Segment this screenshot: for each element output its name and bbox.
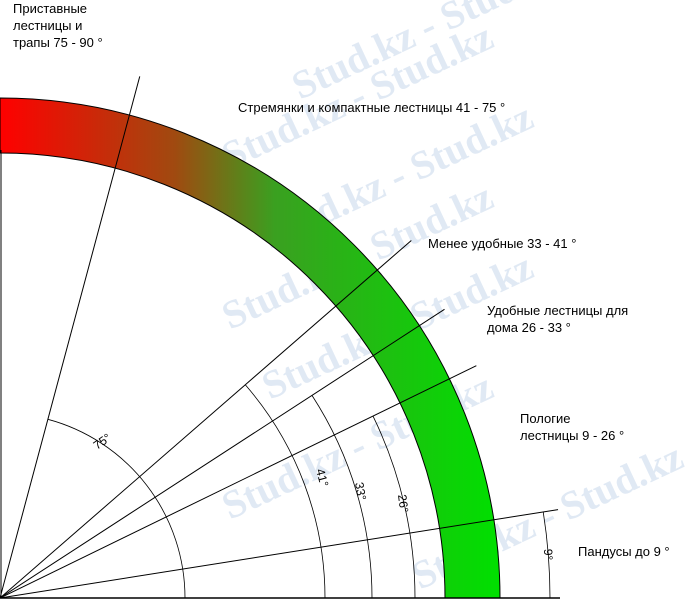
- arc-75: [47, 418, 186, 599]
- ray-75: [0, 76, 141, 599]
- ray-41: [0, 240, 412, 599]
- ray-33: [0, 308, 445, 599]
- ray-9: [0, 509, 559, 599]
- arc-26: [372, 415, 416, 599]
- angle-rays: [0, 76, 559, 599]
- angle-arcs: [47, 384, 551, 599]
- ray-26: [0, 365, 477, 599]
- zone-label-stepladders: Стремянки и компактные лестницы 41 - 75 …: [238, 100, 505, 115]
- arc-41: [244, 384, 326, 599]
- zone-label-comfortable: Удобные лестницы для дома 26 - 33 °: [487, 303, 632, 335]
- angle-label-26: 26°: [395, 494, 411, 514]
- arc-9: [542, 511, 551, 599]
- zone-label-less-comfortable: Менее удобные 33 - 41 °: [428, 236, 576, 251]
- arc-33: [311, 395, 373, 599]
- angle-label-41: 41°: [313, 467, 331, 488]
- angle-label-33: 33°: [352, 481, 369, 501]
- zone-label-ladders: Приставные лестницы и трапы 75 - 90 °: [13, 1, 103, 50]
- zone-label-gentle: Пологие лестницы 9 - 26 °: [520, 411, 624, 443]
- zone-label-ramps: Пандусы до 9 °: [578, 544, 670, 559]
- angle-label-9: 9°: [541, 549, 555, 561]
